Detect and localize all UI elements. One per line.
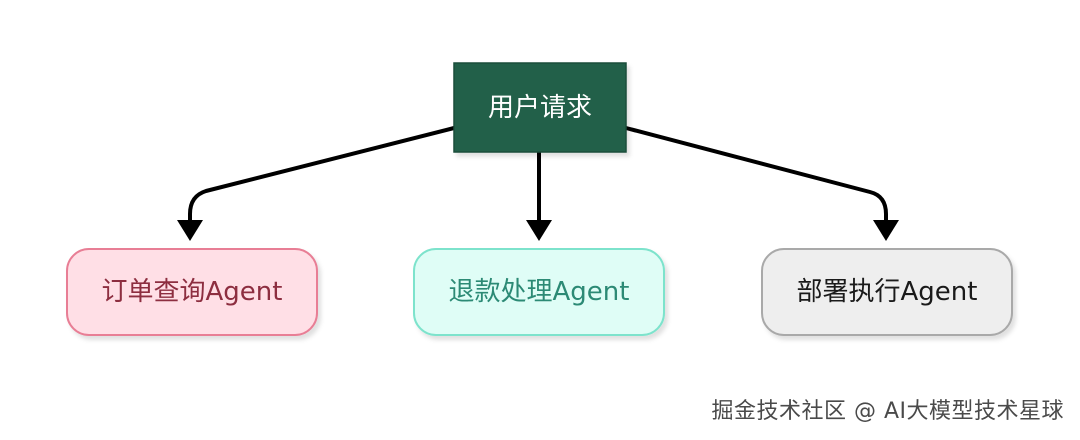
edges xyxy=(188,126,888,220)
arrowhead-order-query xyxy=(177,220,203,241)
watermark-text: 掘金技术社区 @ AI大模型技术星球 xyxy=(711,399,1064,424)
arrowheads xyxy=(177,220,899,241)
node-deploy-agent-label: 部署执行Agent xyxy=(797,277,978,307)
edge-root-to-deploy xyxy=(625,126,888,220)
node-deploy-agent-box xyxy=(761,248,1013,336)
node-refund-agent-box xyxy=(413,248,665,336)
node-order-query-agent: 订单查询Agent xyxy=(66,248,318,336)
node-refund-agent: 退款处理Agent xyxy=(413,248,665,336)
node-user-request: 用户请求 xyxy=(453,62,627,153)
node-order-query-agent-box xyxy=(66,248,318,336)
arrowhead-deploy xyxy=(873,220,899,241)
node-deploy-agent: 部署执行Agent xyxy=(761,248,1013,336)
node-refund-agent-label: 退款处理Agent xyxy=(449,277,630,307)
node-order-query-agent-label: 订单查询Agent xyxy=(102,277,283,307)
node-user-request-label: 用户请求 xyxy=(488,93,592,123)
edge-root-to-order-query xyxy=(188,126,455,220)
node-user-request-box xyxy=(453,62,627,153)
arrowhead-refund xyxy=(526,220,552,241)
